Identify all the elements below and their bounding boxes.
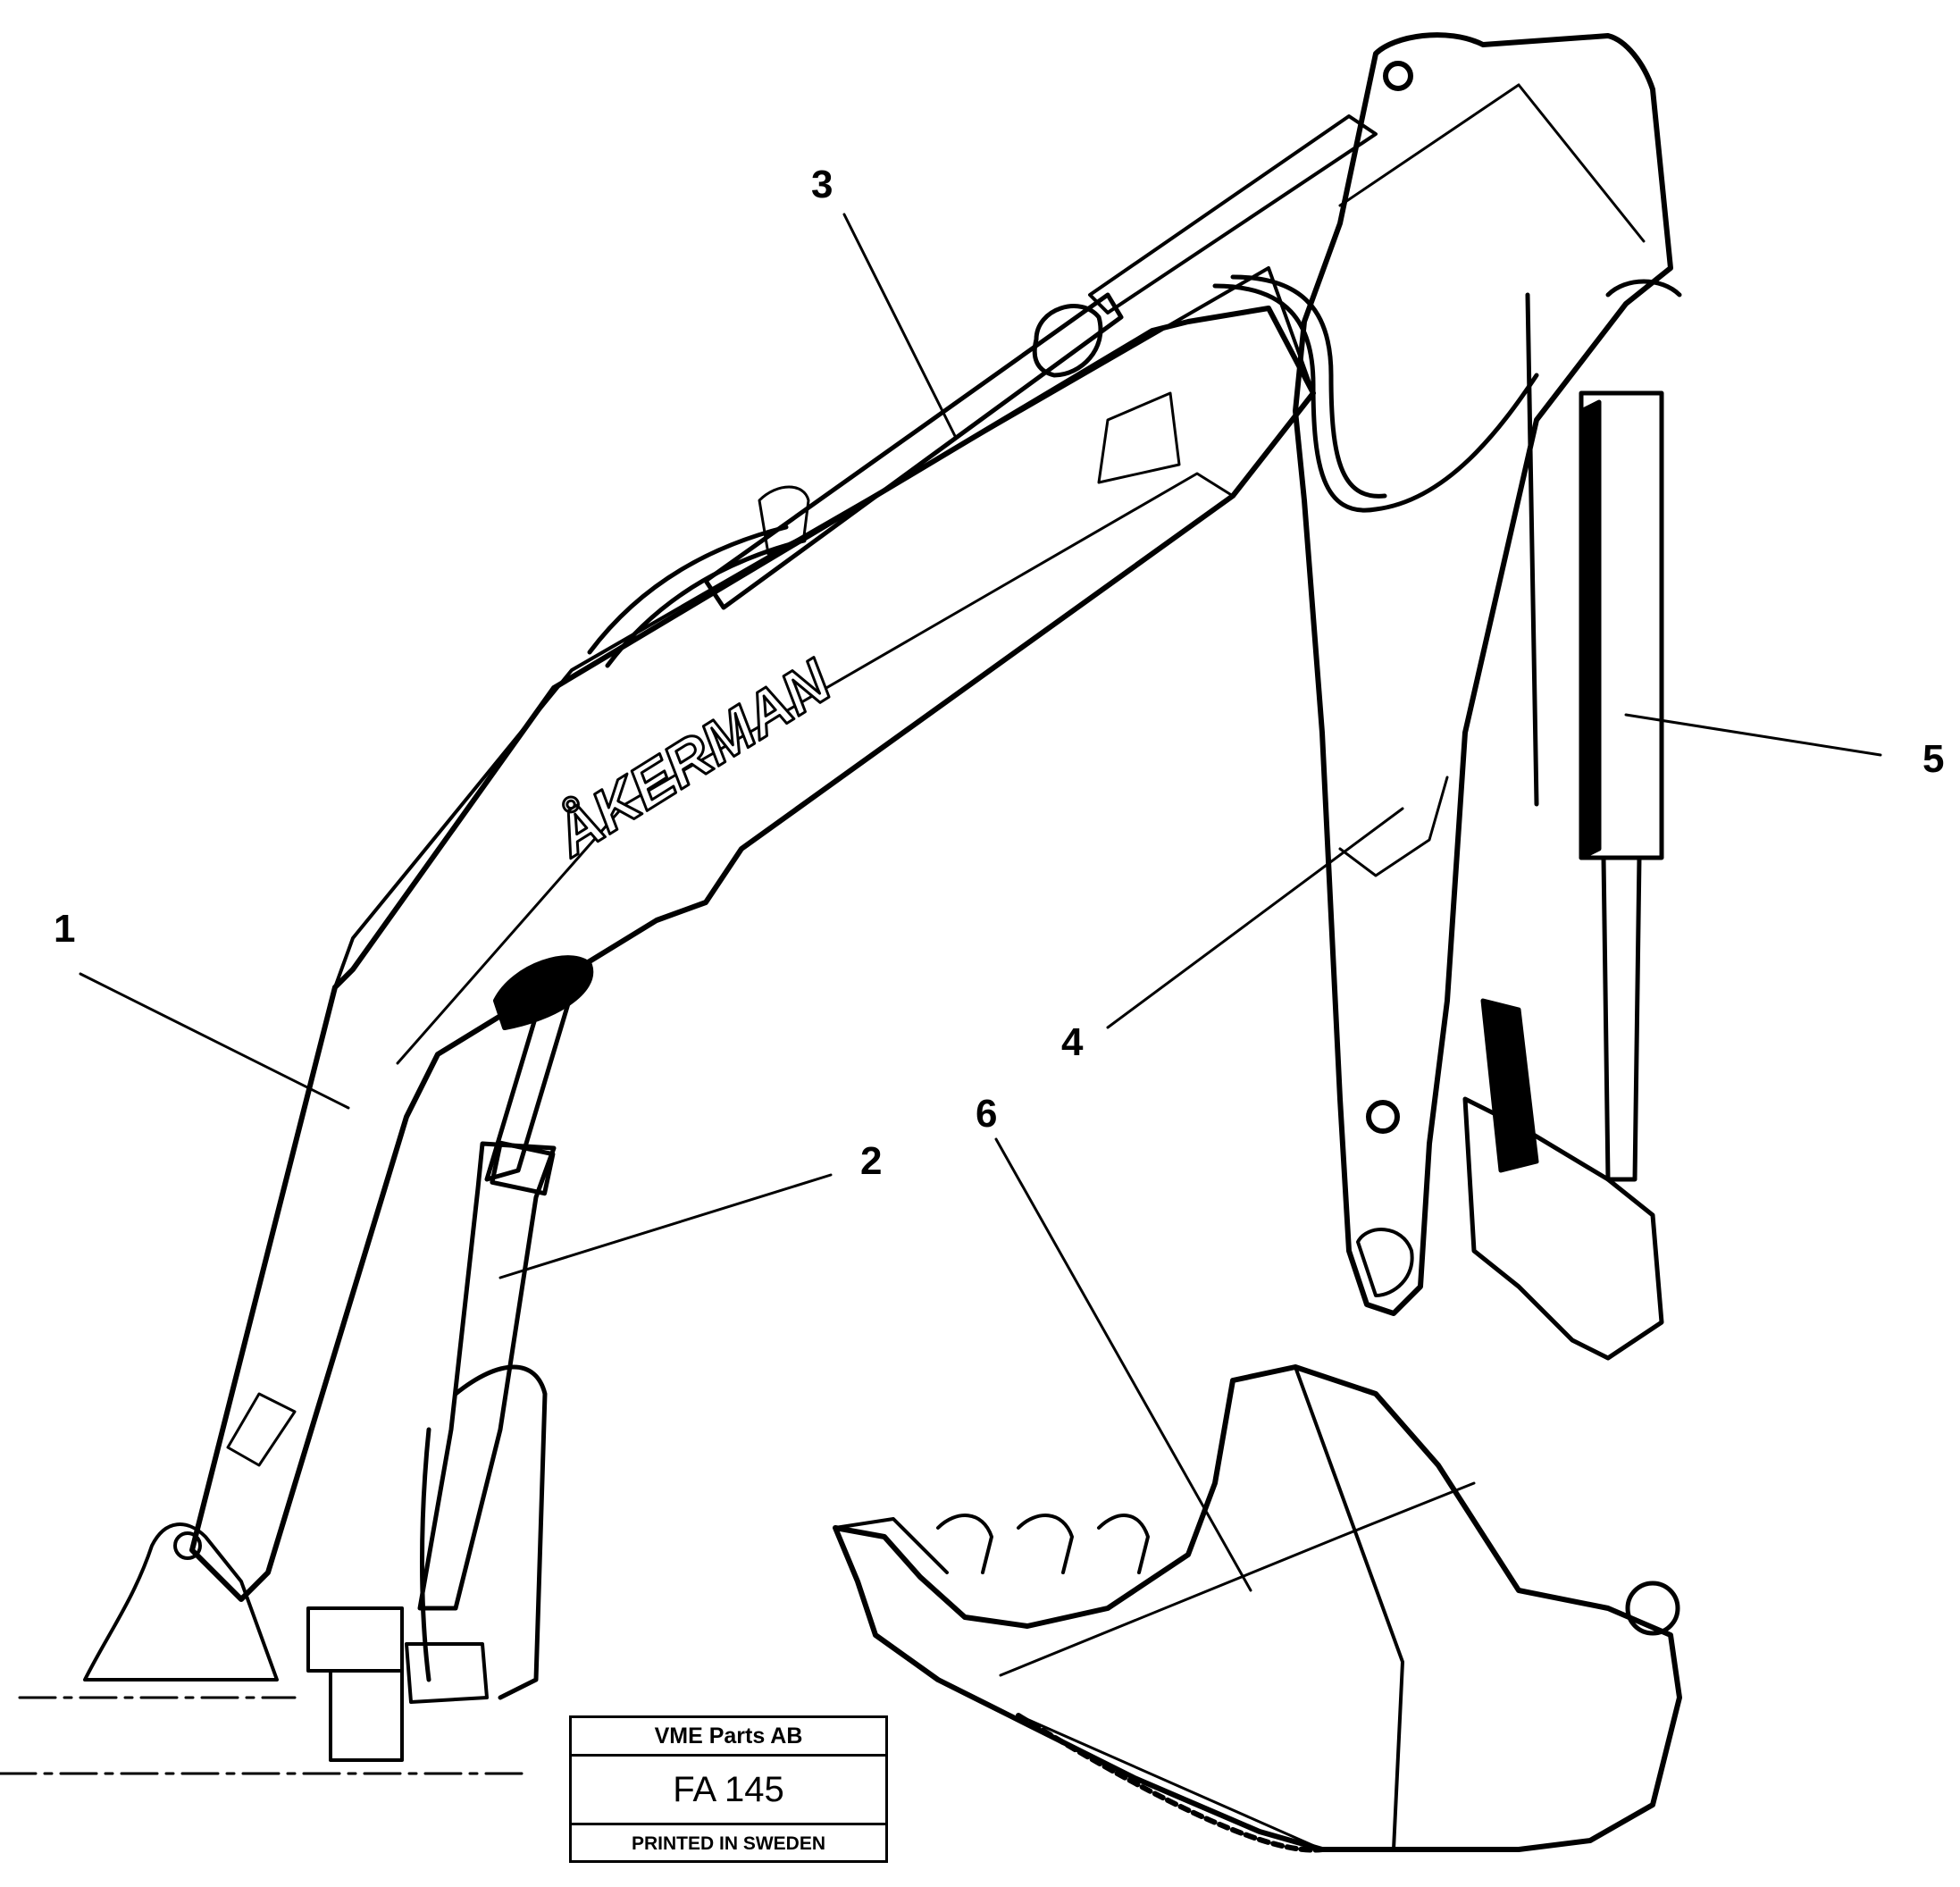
hose-manifold bbox=[306, 1606, 489, 1762]
hydraulic-hoses bbox=[420, 274, 1682, 1700]
arm-cylinder bbox=[703, 114, 1378, 610]
leader-line-5 bbox=[1624, 713, 1882, 757]
leader-lines bbox=[79, 213, 1882, 1592]
callout-2: 2 bbox=[860, 1139, 883, 1183]
ground-lines bbox=[0, 1696, 524, 1775]
bucket bbox=[833, 1364, 1682, 1853]
title-block-printed: PRINTED IN SWEDEN bbox=[631, 1833, 825, 1854]
title-block-code: FA 145 bbox=[572, 1757, 885, 1825]
boom-cylinder bbox=[417, 989, 574, 1611]
leader-line-1 bbox=[79, 972, 350, 1110]
base-mount bbox=[83, 1522, 279, 1682]
title-block: VME Parts AB FA 145 PRINTED IN SWEDEN bbox=[569, 1715, 888, 1863]
leader-line-2 bbox=[498, 1173, 833, 1279]
dipper-arm bbox=[1293, 32, 1673, 1316]
title-block-company: VME Parts AB bbox=[572, 1718, 885, 1757]
leader-line-6 bbox=[994, 1137, 1252, 1592]
leader-line-3 bbox=[842, 213, 958, 440]
bucket-linkage bbox=[1462, 998, 1680, 1636]
callout-3: 3 bbox=[811, 163, 833, 206]
leader-line-4 bbox=[1106, 807, 1404, 1029]
main-boom bbox=[189, 266, 1316, 1602]
callout-6: 6 bbox=[976, 1092, 998, 1136]
bucket-cylinder bbox=[1579, 390, 1664, 1182]
callout-5: 5 bbox=[1922, 737, 1945, 781]
callout-4: 4 bbox=[1061, 1020, 1084, 1064]
brand-logo-text: ÅKERMAN bbox=[541, 646, 843, 870]
callout-1: 1 bbox=[54, 907, 76, 951]
